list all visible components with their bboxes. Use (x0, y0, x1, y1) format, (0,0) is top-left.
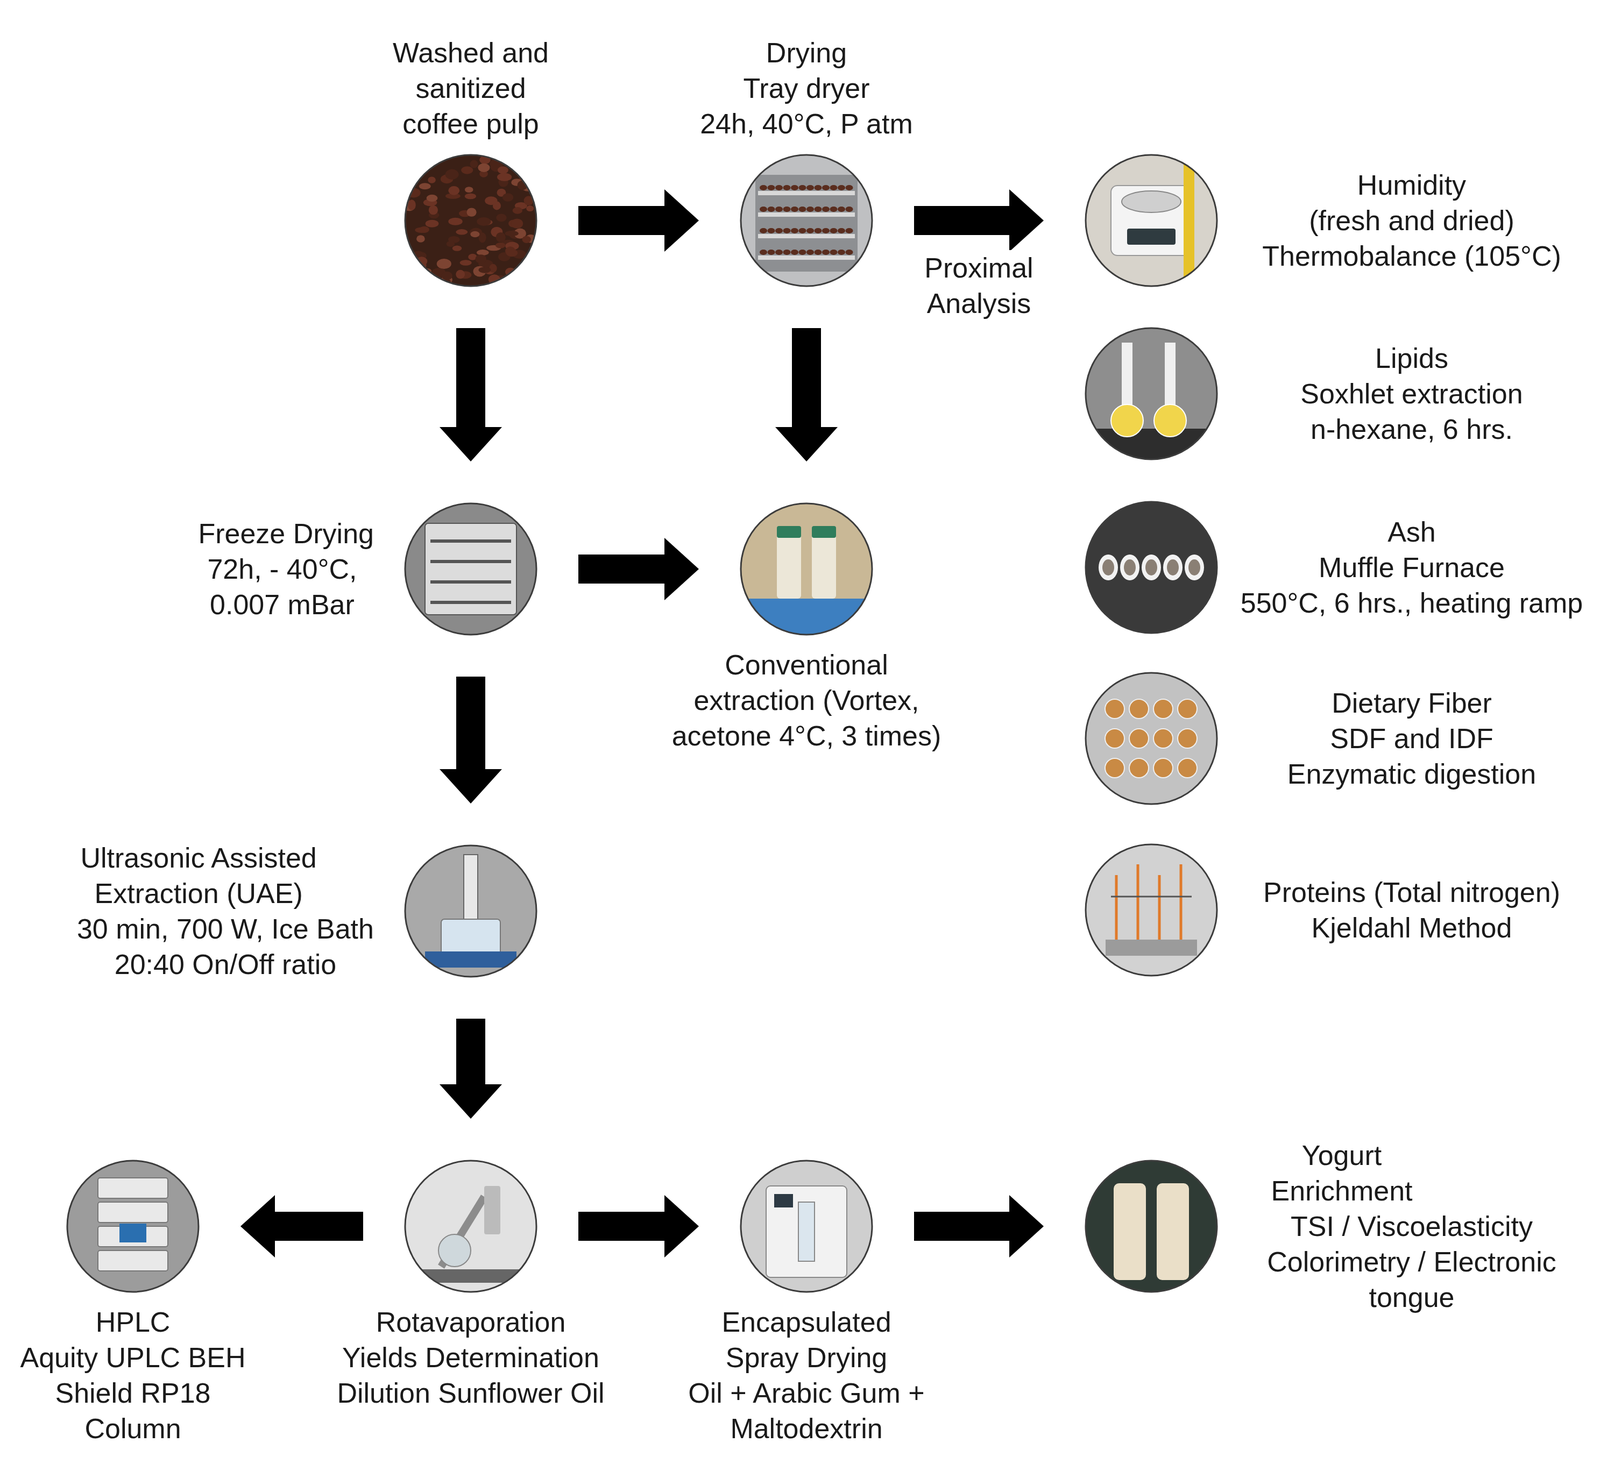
flow-arrow (791, 328, 821, 429)
process-step: Dietary FiberSDF and IDFEnzymatic digest… (1084, 671, 1219, 806)
step-label: Freeze Drying72h, - 40°C, 0.007 mBar (197, 515, 374, 623)
process-step: LipidsSoxhlet extractionn-hexane, 6 hrs. (1084, 326, 1219, 462)
step-label: Proteins (Total nitrogen)Kjeldahl Method (1263, 874, 1561, 946)
process-step: Freeze Drying72h, - 40°C, 0.007 mBar (403, 501, 538, 637)
step-detail: 550°C, 6 hrs., heating ramp (1240, 585, 1583, 621)
step-title: Yogurt Enrichment (1257, 1137, 1426, 1209)
photo-circle (1084, 843, 1219, 978)
photo-circle (403, 501, 538, 637)
step-label: Conventional extraction (Vortex, acetone… (669, 647, 944, 754)
step-title: Conventional extraction (Vortex, acetone… (669, 647, 944, 754)
step-title: Encapsulated (683, 1304, 930, 1341)
photo-circle (1084, 671, 1219, 806)
step-detail: Muffle Furnace (1240, 549, 1583, 586)
step-detail: Yields Determination (336, 1340, 605, 1376)
step-label: Ultrasonic Assisted Extraction (UAE)30 m… (76, 840, 374, 983)
step-detail: Aquity UPLC BEH Shield RP18 Column (13, 1340, 252, 1447)
photo-circle (65, 1159, 201, 1294)
step-title: HPLC (13, 1304, 252, 1341)
flow-arrow (914, 206, 1011, 236)
flow-arrow (456, 328, 486, 429)
flow-arrow (273, 1212, 364, 1242)
step-detail: Soxhlet extraction (1300, 376, 1523, 412)
step-detail: Spray Drying (683, 1340, 930, 1376)
step-title: Humidity (1262, 167, 1562, 203)
step-title: Ultrasonic Assisted Extraction (UAE) (76, 840, 321, 912)
photo-circle (1084, 326, 1219, 462)
process-step: HPLCAquity UPLC BEH Shield RP18 Column (65, 1159, 201, 1294)
step-label: EncapsulatedSpray DryingOil + Arabic Gum… (683, 1304, 930, 1447)
step-label: Humidity(fresh and dried)Thermobalance (… (1262, 167, 1562, 274)
photo-circle (1084, 1159, 1219, 1294)
flow-arrow (456, 1018, 486, 1086)
step-title: Lipids (1300, 340, 1523, 377)
step-detail: 72h, - 40°C, 0.007 mBar (197, 551, 366, 623)
step-title: Proteins (Total nitrogen) (1263, 874, 1561, 911)
edge-label-box: Proximal Analysis (916, 250, 1041, 322)
step-title: Drying (699, 34, 913, 71)
flow-arrow (914, 1212, 1011, 1242)
step-detail: Thermobalance (105°C) (1262, 238, 1562, 274)
step-detail: Enzymatic digestion (1287, 756, 1536, 792)
step-title: Rotavaporation (336, 1304, 605, 1341)
step-label: LipidsSoxhlet extractionn-hexane, 6 hrs. (1300, 340, 1523, 448)
step-label: Dietary FiberSDF and IDFEnzymatic digest… (1287, 685, 1536, 792)
process-step: Yogurt EnrichmentTSI / ViscoelasticityCo… (1084, 1159, 1219, 1294)
process-step: DryingTray dryer24h, 40°C, P atm (739, 153, 874, 288)
step-label: HPLCAquity UPLC BEH Shield RP18 Column (13, 1304, 252, 1447)
step-detail: TSI / Viscoelasticity (1257, 1208, 1566, 1245)
step-detail: 20:40 On/Off ratio (76, 946, 374, 983)
step-detail: Oil + Arabic Gum + Maltodextrin (683, 1375, 930, 1447)
process-step: RotavaporationYields DeterminationDiluti… (403, 1159, 538, 1294)
step-detail: Colorimetry / Electronic tongue (1257, 1244, 1566, 1316)
process-step: Washed and sanitized coffee pulp (403, 153, 538, 288)
step-title: Freeze Drying (197, 515, 374, 552)
step-detail: n-hexane, 6 hrs. (1300, 411, 1523, 448)
step-label: Washed and sanitized coffee pulp (384, 34, 558, 142)
process-step: Conventional extraction (Vortex, acetone… (739, 501, 874, 637)
flow-arrow (578, 1212, 666, 1242)
step-title: Washed and sanitized coffee pulp (384, 34, 558, 142)
step-title: Dietary Fiber (1287, 685, 1536, 721)
step-label: AshMuffle Furnace550°C, 6 hrs., heating … (1240, 514, 1583, 621)
process-step: EncapsulatedSpray DryingOil + Arabic Gum… (739, 1159, 874, 1294)
photo-circle (403, 153, 538, 288)
edge-label: Proximal Analysis (919, 250, 1038, 322)
process-step: Ultrasonic Assisted Extraction (UAE)30 m… (403, 844, 538, 979)
photo-circle (739, 153, 874, 288)
process-step: Humidity(fresh and dried)Thermobalance (… (1084, 153, 1219, 288)
step-label: Yogurt EnrichmentTSI / ViscoelasticityCo… (1257, 1137, 1566, 1316)
photo-circle (1084, 153, 1219, 288)
step-label: DryingTray dryer24h, 40°C, P atm (699, 34, 913, 142)
photo-circle (1084, 500, 1219, 635)
flow-arrow (578, 554, 666, 584)
photo-circle (403, 844, 538, 979)
flow-arrow (578, 206, 666, 236)
step-detail: Tray dryer (699, 70, 913, 106)
photo-circle (739, 501, 874, 637)
step-detail: Kjeldahl Method (1263, 910, 1561, 946)
step-detail: SDF and IDF (1287, 720, 1536, 757)
process-step: AshMuffle Furnace550°C, 6 hrs., heating … (1084, 500, 1219, 635)
photo-circle (403, 1159, 538, 1294)
step-detail: Dilution Sunflower Oil (336, 1375, 605, 1412)
step-detail: 24h, 40°C, P atm (699, 105, 913, 142)
step-label: RotavaporationYields DeterminationDiluti… (336, 1304, 605, 1412)
step-title: Ash (1240, 514, 1583, 550)
flow-arrow (456, 676, 486, 771)
step-detail: 30 min, 700 W, Ice Bath (76, 911, 374, 947)
step-detail: (fresh and dried) (1262, 202, 1562, 239)
process-step: Proteins (Total nitrogen)Kjeldahl Method (1084, 843, 1219, 978)
photo-circle (739, 1159, 874, 1294)
